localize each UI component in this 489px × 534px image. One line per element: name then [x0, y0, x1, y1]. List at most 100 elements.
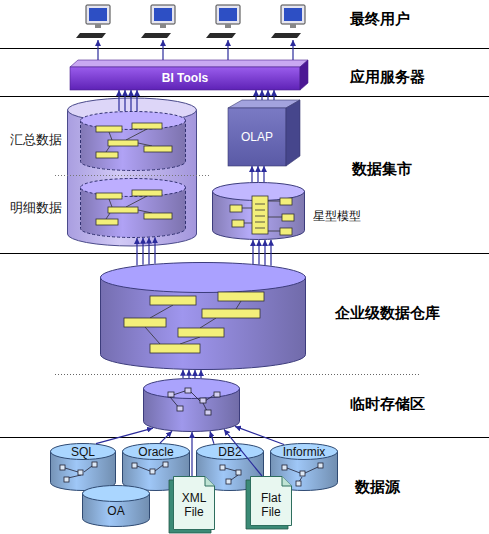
flow-arrow	[96, 428, 153, 444]
table-box	[220, 465, 225, 470]
arrow-line	[261, 90, 262, 100]
file-page	[251, 477, 292, 526]
cylinder-top	[271, 444, 338, 460]
monitor-screen	[284, 8, 302, 21]
table-box	[214, 392, 220, 397]
dimension-table	[280, 198, 292, 205]
keyboard	[271, 33, 301, 38]
flow-arrow	[192, 432, 193, 476]
arrow-line	[96, 428, 153, 444]
arrow-line	[210, 431, 214, 444]
node-outline	[212, 182, 305, 240]
node-label: BI Tools	[70, 67, 300, 90]
monitor-frame	[86, 5, 110, 24]
layer-separators	[0, 49, 489, 438]
keyboard	[76, 33, 106, 38]
cylinder-top	[101, 263, 306, 293]
table-box	[282, 465, 287, 470]
computer-icon	[206, 5, 240, 38]
monitor-frame	[281, 5, 305, 24]
table-box	[60, 465, 65, 470]
separator-line	[0, 48, 489, 49]
source-database: OA	[82, 485, 150, 527]
dimension-table	[280, 228, 292, 235]
table-box	[92, 462, 97, 467]
star-schema-icons	[230, 196, 294, 235]
summary-table-icons	[96, 123, 172, 158]
table-box	[132, 463, 137, 468]
arrow-line	[255, 90, 256, 100]
flow-arrow	[183, 370, 201, 378]
computer-icon	[76, 5, 110, 38]
fact-table	[252, 196, 268, 234]
cylinder-top	[81, 179, 186, 197]
monitor-screen	[154, 8, 172, 21]
table-box	[132, 190, 162, 196]
monitor-stand	[95, 24, 101, 28]
separator-line	[0, 253, 489, 254]
file-page	[174, 477, 215, 530]
olap-cube: OLAP	[228, 100, 300, 166]
dotted-divider	[55, 175, 210, 176]
table-box	[150, 344, 200, 353]
user-arrow	[227, 40, 228, 60]
relation-line	[106, 129, 152, 152]
end-user-computers	[76, 5, 305, 38]
layer-label: 最终用户	[350, 10, 410, 29]
layer-label: 临时存储区	[350, 395, 425, 414]
arrow-line	[136, 238, 137, 266]
table-box	[236, 470, 241, 475]
table-box	[205, 410, 211, 415]
arrow-line	[118, 90, 119, 111]
monitor-stand	[225, 24, 231, 28]
table-box	[200, 398, 206, 403]
cylinder-top	[144, 379, 240, 399]
arrow-line	[273, 90, 274, 100]
arrow-line	[142, 238, 143, 265]
data-mart-cylinder	[68, 98, 197, 246]
cube-side-face	[286, 100, 300, 166]
user-arrows	[98, 40, 293, 60]
relation-line	[287, 467, 318, 482]
warehouse-table-icons	[124, 292, 264, 353]
detail-data-cylinder: 明细数据	[80, 178, 186, 238]
table-box	[124, 318, 166, 327]
flow-arrow	[160, 431, 172, 443]
user-arrow	[97, 40, 98, 60]
flow-arrow	[137, 237, 155, 265]
table-box	[177, 406, 183, 411]
table-box	[163, 462, 168, 467]
flow-arrow	[235, 426, 284, 444]
node-outline	[80, 111, 186, 171]
arrow-line	[267, 90, 268, 100]
staging-table-icons	[168, 388, 220, 415]
arrow-line	[257, 166, 258, 182]
flow-arrow	[252, 166, 264, 182]
flow-arrow	[253, 240, 271, 266]
table-box	[226, 479, 231, 484]
arrow-line	[182, 370, 183, 378]
user-arrow	[292, 40, 293, 60]
node-label: 汇总数据	[10, 131, 62, 149]
table-box	[178, 328, 224, 337]
node-label: Flat File	[253, 491, 289, 519]
table-box	[296, 481, 301, 486]
monitor-frame	[151, 5, 175, 24]
user-arrow	[162, 40, 163, 60]
layer-label: 企业级数据仓库	[335, 304, 440, 323]
arrow-line	[224, 429, 262, 476]
node-label: DB2	[196, 445, 264, 459]
table-box	[300, 471, 305, 476]
source-table-icons	[60, 462, 323, 486]
node-label: 星型模型	[313, 208, 361, 225]
relation-line	[242, 201, 282, 231]
detail-table-icons	[96, 190, 172, 225]
table-box	[218, 292, 264, 301]
layer-label: 应用服务器	[350, 68, 425, 87]
keyboard	[206, 33, 236, 38]
node-outline	[143, 378, 240, 432]
arrow-line	[130, 90, 131, 111]
separator-line	[0, 96, 489, 97]
arrow-line	[194, 370, 195, 378]
